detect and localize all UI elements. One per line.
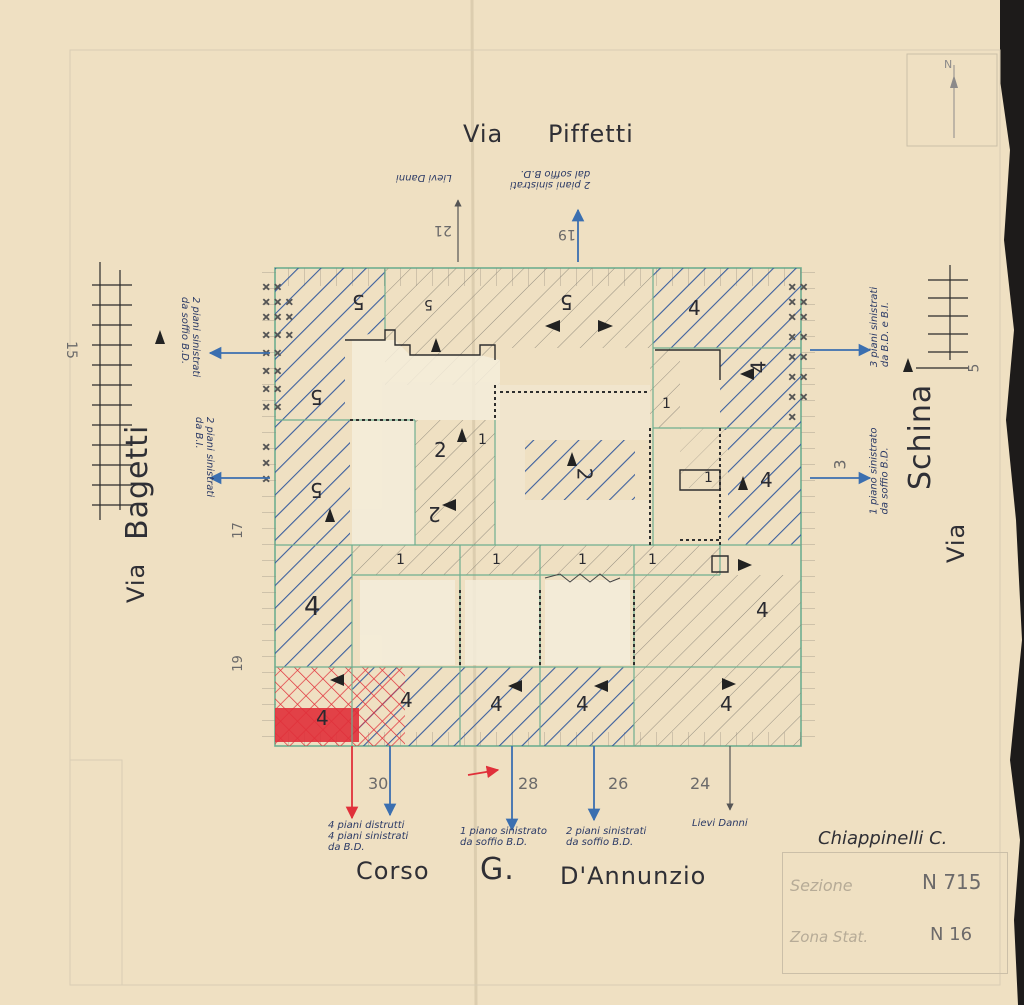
level-c-e: 1 xyxy=(478,432,487,448)
svg-text:× ×: × × xyxy=(262,402,282,413)
note-south-30: 4 piani distrutti 4 piani sinistrati da … xyxy=(328,820,409,853)
civic-number-30: 30 xyxy=(368,774,389,793)
level-s6: 4 xyxy=(394,596,403,612)
svg-text:× ×: × × xyxy=(788,297,808,308)
north-indicator-label: N xyxy=(944,58,953,71)
stamp-zona-value: N 16 xyxy=(930,924,973,945)
level-nw-low: 5 xyxy=(310,478,323,502)
note-south-28: 1 piano sinistrato da soffio B.D. xyxy=(460,826,547,848)
svg-text:×: × xyxy=(788,412,796,423)
level-c-b: 2 xyxy=(434,438,447,462)
level-n-mid: 5 xyxy=(560,290,573,314)
civic-number-15: 15 xyxy=(62,341,79,359)
level-c-c: 2 xyxy=(428,502,441,526)
street-east-name: Schina xyxy=(903,383,938,490)
level-s2: 4 xyxy=(400,688,413,712)
level-e-low: 4 xyxy=(760,468,773,492)
level-s5: 4 xyxy=(720,692,733,716)
svg-text:× ×: × × xyxy=(262,282,282,293)
stamp-sezione-label: Sezione xyxy=(790,876,853,895)
svg-text:× ×: × × xyxy=(262,384,282,395)
svg-text:× × ×: × × × xyxy=(262,312,294,323)
civic-number-21: 21 xyxy=(434,222,452,238)
level-s3: 4 xyxy=(490,692,503,716)
civic-number-17: 17 xyxy=(230,522,246,539)
level-c-a: 1 xyxy=(662,396,671,412)
level-nw-top: 5 xyxy=(352,290,365,314)
svg-text:×: × xyxy=(262,442,270,453)
level-w4: 4 xyxy=(304,592,321,622)
level-m2: 1 xyxy=(492,552,501,568)
svg-text:×: × xyxy=(262,458,270,469)
level-c-f: 1 xyxy=(704,470,713,486)
registry-stamp xyxy=(782,852,1008,974)
civic-number-28: 28 xyxy=(518,774,539,793)
svg-text:× ×: × × xyxy=(788,332,808,343)
level-n-left: 5 xyxy=(424,296,433,312)
level-e-mid: 4 xyxy=(746,360,771,374)
note-east-lower: 1 piano sinistrato da soffio B.D. xyxy=(868,427,891,515)
author-signature: Chiappinelli C. xyxy=(818,828,948,849)
note-north-2-piani: 2 piani sinistrati dal soffio B.D. xyxy=(510,168,591,190)
street-west-prefix: Via xyxy=(122,562,150,603)
street-south-prefix: Corso xyxy=(356,857,430,885)
level-m4: 1 xyxy=(648,552,657,568)
svg-text:× ×: × × xyxy=(788,282,808,293)
svg-text:× ×: × × xyxy=(788,372,808,383)
note-south-24: Lievi Danni xyxy=(692,818,748,829)
level-s1: 4 xyxy=(316,706,329,730)
stamp-sezione-value: N 715 xyxy=(922,870,982,894)
note-west-lower: 2 piani sinistrati da B.I. xyxy=(193,416,216,498)
street-south-initial: G. xyxy=(480,852,515,887)
street-south-name: D'Annunzio xyxy=(560,862,707,890)
note-west-upper: 2 piani sinistrati da soffio B.D. xyxy=(179,296,202,378)
civic-number-19-west: 19 xyxy=(230,655,246,672)
svg-text:× ×: × × xyxy=(788,352,808,363)
level-e4: 4 xyxy=(756,598,769,622)
level-s4: 4 xyxy=(576,692,589,716)
svg-text:× ×: × × xyxy=(788,392,808,403)
stamp-zona-label: Zona Stat. xyxy=(790,928,869,946)
note-south-26: 2 piani sinistrati da soffio B.D. xyxy=(566,826,647,848)
level-c-d: 2 xyxy=(572,467,597,481)
street-north-prefix: Via xyxy=(463,120,504,148)
street-west-name: Bagetti xyxy=(120,424,155,540)
svg-text:×: × xyxy=(262,474,270,485)
note-east-upper: 3 piani sinistrati da B.D. e B.I. xyxy=(869,286,892,368)
svg-text:× × ×: × × × xyxy=(262,330,294,341)
level-m1: 1 xyxy=(396,552,405,568)
civic-number-24: 24 xyxy=(690,774,711,793)
svg-text:× × ×: × × × xyxy=(262,297,294,308)
civic-number-26: 26 xyxy=(608,774,629,793)
civic-number-3: 3 xyxy=(830,459,850,470)
svg-text:× ×: × × xyxy=(262,366,282,377)
svg-text:× ×: × × xyxy=(788,312,808,323)
level-nw-mid: 5 xyxy=(310,385,323,409)
street-east-prefix: Via xyxy=(942,522,970,563)
svg-text:× ×: × × xyxy=(262,348,282,359)
street-north-name: Piffetti xyxy=(548,120,634,148)
civic-number-5: 5 xyxy=(966,363,983,373)
level-m3: 1 xyxy=(578,552,587,568)
note-north-lievi-danni: Lievi Danni xyxy=(396,172,452,183)
civic-number-19-north: 19 xyxy=(558,226,576,242)
level-ne: 4 xyxy=(688,296,701,320)
